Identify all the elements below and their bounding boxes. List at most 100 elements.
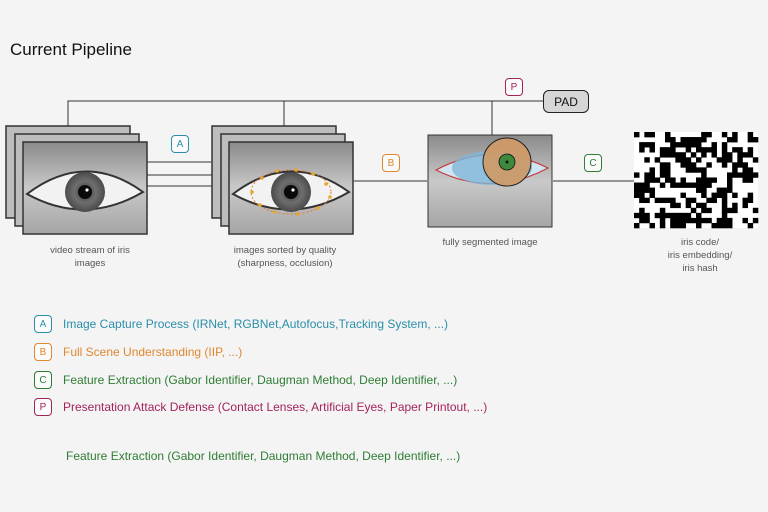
iris-code-cell xyxy=(742,197,748,204)
iris-code-cell xyxy=(747,192,754,198)
iris-code-cell xyxy=(685,157,692,163)
iris-code-cell xyxy=(634,187,640,193)
iris-code-cell xyxy=(711,177,717,183)
iris-code-cell xyxy=(685,142,692,148)
caption-sorted: images sorted by quality(sharpness, occl… xyxy=(233,245,337,269)
iris-code-cell xyxy=(732,202,738,209)
legend-badge-p: P xyxy=(34,398,52,416)
iris-code-cell xyxy=(670,212,676,219)
iris-code-cell xyxy=(732,162,738,168)
iris-code-cell xyxy=(747,137,754,143)
legend-row-a: A Image Capture Process (IRNet, RGBNet,A… xyxy=(34,314,448,334)
label-p: P xyxy=(505,78,523,96)
iris-code-cell xyxy=(670,147,676,153)
iris-code-cell xyxy=(649,147,655,153)
iris-code-cell xyxy=(644,142,650,148)
iris-code-cell xyxy=(665,212,671,219)
iris-code-cell xyxy=(696,222,702,229)
iris-code-cell xyxy=(649,172,655,178)
iris-code-cell xyxy=(659,152,666,158)
legend-row-b: B Full Scene Understanding (IIP, ...) xyxy=(34,342,242,362)
iris-code-cell xyxy=(665,197,671,204)
iris-code-cell xyxy=(670,197,676,204)
iris-code-cell xyxy=(690,207,697,214)
iris-code-cell xyxy=(659,172,666,178)
iris-code-cell xyxy=(742,167,748,173)
iris-code-cell xyxy=(665,167,671,173)
iris-code-cell xyxy=(721,152,728,158)
iris-code-cell xyxy=(670,152,676,158)
pad-box: PAD xyxy=(543,90,589,113)
iris-code-cell xyxy=(701,147,707,153)
iris-code-cell xyxy=(747,152,754,158)
iris-code-cell xyxy=(706,177,712,183)
iris-code-cell xyxy=(696,187,702,193)
iris-code-cell xyxy=(649,192,655,198)
iris-code-cell xyxy=(696,167,702,173)
iris-code-cell xyxy=(752,157,759,163)
iris-code-cell xyxy=(701,132,707,138)
iris-code-cell xyxy=(701,207,707,214)
iris-code-cell xyxy=(716,157,723,163)
iris-code-cell xyxy=(721,157,728,163)
iris-code-cell xyxy=(665,132,671,138)
iris-code-cell xyxy=(742,217,748,224)
iris-code-cell xyxy=(675,222,681,229)
iris-code-cell xyxy=(675,152,681,158)
iris-code-cell xyxy=(696,147,702,153)
iris-code-cell xyxy=(747,222,754,229)
iris-code-cell xyxy=(727,182,733,188)
iris-code-cell xyxy=(675,142,681,148)
iris-code-cell xyxy=(644,172,650,178)
iris-code-cell xyxy=(639,187,645,193)
iris-code-cell xyxy=(742,177,748,183)
iris-code-cell xyxy=(670,217,676,224)
iris-code-cell xyxy=(747,147,754,153)
iris-code-cell xyxy=(711,142,717,148)
iris-code-cell xyxy=(670,182,676,188)
iris-code-cell xyxy=(670,137,676,143)
iris-code-cell xyxy=(727,207,733,214)
iris-code-cell xyxy=(711,192,717,198)
legend-row-p: P Presentation Attack Defense (Contact L… xyxy=(34,397,487,417)
iris-code-cell xyxy=(690,162,697,168)
iris-code-cell xyxy=(665,152,671,158)
iris-code-cell xyxy=(706,182,712,188)
iris-code-cell xyxy=(737,157,743,163)
iris-code-cell xyxy=(711,152,717,158)
iris-code-cell xyxy=(659,147,666,153)
iris-code-cell xyxy=(644,217,650,224)
iris-code-cell xyxy=(649,167,655,173)
iris-code-cell xyxy=(639,197,645,204)
iris-code-cell xyxy=(649,132,655,138)
iris-code-cell xyxy=(701,192,707,198)
iris-code-cell xyxy=(701,167,707,173)
iris-code-cell xyxy=(747,197,754,204)
iris-code-cell xyxy=(752,137,759,143)
legend-text-b: Full Scene Understanding (IIP, ...) xyxy=(63,345,243,359)
iris-code-cell xyxy=(696,177,702,183)
iris-code-cell xyxy=(659,217,666,224)
iris-code-cell xyxy=(727,157,733,163)
iris-code-cell xyxy=(685,197,692,204)
iris-code-cell xyxy=(732,137,738,143)
iris-code-cell xyxy=(685,147,692,153)
iris-code-cell xyxy=(654,212,661,219)
iris-code-cell xyxy=(727,222,733,229)
iris-code-cell xyxy=(680,142,686,148)
iris-code-cell xyxy=(721,197,728,204)
iris-code-cell xyxy=(752,217,759,224)
iris-code-cell xyxy=(721,147,728,153)
iris-code-cell xyxy=(737,172,743,178)
iris-code-cell xyxy=(716,187,723,193)
iris-code-cell xyxy=(696,137,702,143)
iris-code-cell xyxy=(670,177,676,183)
iris-code-cell xyxy=(634,172,640,178)
iris-code-cell xyxy=(721,162,728,168)
iris-code-cell xyxy=(670,142,676,148)
iris-code-cell xyxy=(696,142,702,148)
iris-code-cell xyxy=(644,132,650,138)
iris-code-cell xyxy=(634,132,640,138)
iris-code-cell xyxy=(696,157,702,163)
